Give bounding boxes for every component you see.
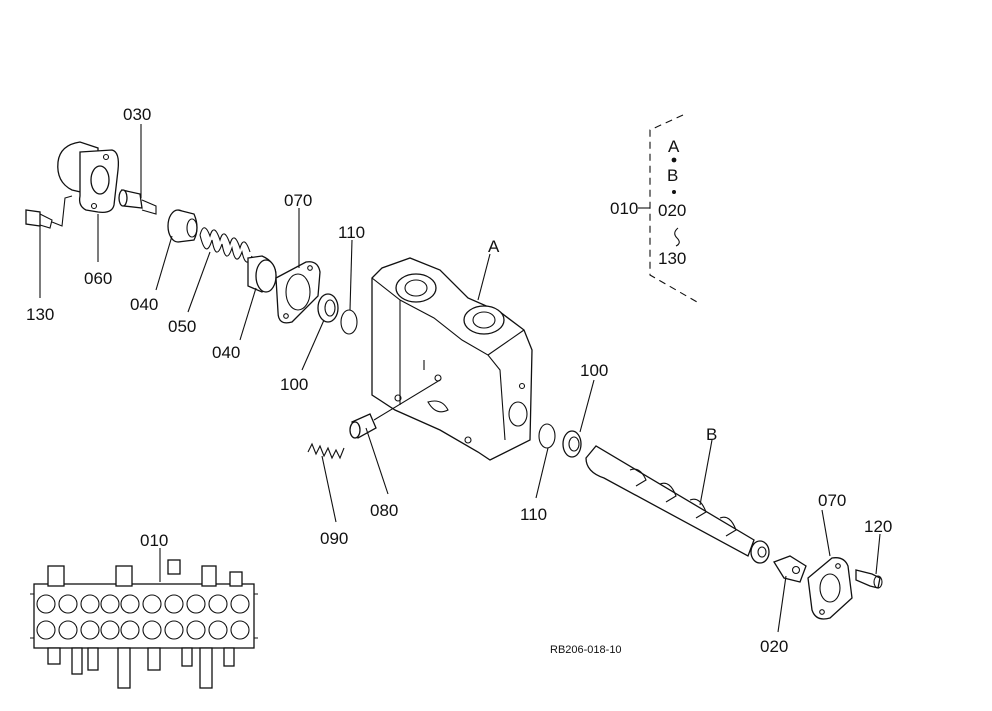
part-070-plate-left: [275, 261, 321, 324]
part-030-pin: [118, 189, 157, 215]
part-120-bolt-right: [855, 569, 883, 589]
label-110: 110: [520, 505, 547, 524]
callout-labels: 030 060 130 040 050 040 070 110 100 A 08…: [26, 105, 892, 656]
label-120: 120: [864, 517, 892, 536]
part-050-spring: [199, 227, 253, 263]
part-010-control-valve: [30, 559, 258, 689]
part-060-cap: [57, 141, 120, 213]
label-a: A: [488, 237, 500, 256]
leader-lines: [39, 124, 881, 633]
part-130-bolt-left: [25, 195, 73, 229]
label-020: 020: [760, 637, 788, 656]
legend-range-end: 130: [658, 249, 686, 268]
label-010: 010: [140, 531, 168, 550]
part-020-joint: [773, 555, 807, 583]
label-130: 130: [26, 305, 54, 324]
part-b-spool: [585, 445, 770, 564]
legend-dot: [672, 190, 676, 194]
part-080-plug: [349, 413, 377, 439]
label-050: 050: [168, 317, 196, 336]
legend-range-start: 020: [658, 201, 686, 220]
part-110-oring-right: [538, 423, 556, 449]
part-040-seat-a: [167, 209, 198, 243]
label-030: 030: [123, 105, 151, 124]
label-110: 110: [338, 223, 365, 242]
label-100: 100: [580, 361, 608, 380]
legend-b: B: [667, 166, 678, 185]
label-070: 070: [284, 191, 312, 210]
label-040: 040: [212, 343, 240, 362]
label-070: 070: [818, 491, 846, 510]
drawing-reference-code: RB206-018-10: [550, 644, 622, 656]
label-040: 040: [130, 295, 158, 314]
assembly-legend: A B 010 020 130: [610, 114, 698, 303]
label-b: B: [706, 425, 717, 444]
label-060: 060: [84, 269, 112, 288]
label-080: 080: [370, 501, 398, 520]
label-100: 100: [280, 375, 308, 394]
part-040-seat-b: [247, 255, 277, 293]
part-110-oring-left: [340, 309, 358, 335]
legend-dot: [671, 157, 677, 163]
part-100-ring-left: [317, 293, 339, 323]
part-070-plate-right: [807, 557, 853, 620]
legend-a: A: [668, 137, 680, 156]
label-090: 090: [320, 529, 348, 548]
legend-parent: 010: [610, 199, 638, 218]
part-a-valve-body: [371, 257, 533, 461]
part-090-spring: [307, 442, 345, 460]
part-100-ring-right: [562, 430, 582, 458]
